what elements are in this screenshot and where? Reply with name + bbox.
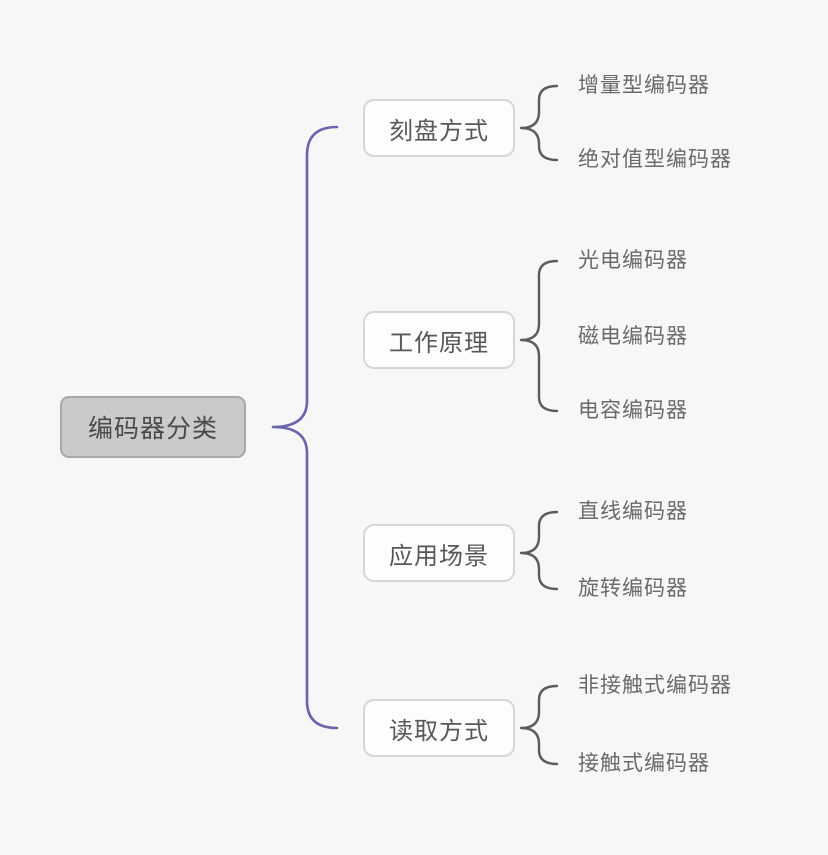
branch-3-brace-connector bbox=[519, 510, 559, 591]
leaf-topic[interactable]: 接触式编码器 bbox=[578, 752, 710, 775]
branch-topic-working-principle[interactable]: 工作原理 bbox=[363, 311, 515, 369]
branch-topic-label: 工作原理 bbox=[389, 329, 489, 357]
leaf-topic[interactable]: 电容编码器 bbox=[578, 399, 688, 422]
branch-topic-application-scene[interactable]: 应用场景 bbox=[363, 524, 515, 582]
leaf-topic[interactable]: 非接触式编码器 bbox=[578, 674, 732, 697]
leaf-topic[interactable]: 直线编码器 bbox=[578, 500, 688, 523]
leaf-topic[interactable]: 光电编码器 bbox=[578, 249, 688, 272]
leaf-topic[interactable]: 绝对值型编码器 bbox=[578, 148, 732, 171]
root-brace-connector bbox=[271, 125, 339, 730]
branch-topic-label: 读取方式 bbox=[389, 717, 489, 745]
root-topic[interactable]: 编码器分类 bbox=[60, 396, 246, 458]
root-topic-label: 编码器分类 bbox=[87, 415, 218, 443]
leaf-topic[interactable]: 磁电编码器 bbox=[578, 325, 688, 348]
leaf-topic[interactable]: 增量型编码器 bbox=[578, 74, 710, 97]
branch-topic-label: 刻盘方式 bbox=[389, 117, 489, 145]
branch-4-brace-connector bbox=[519, 684, 559, 766]
branch-topic-label: 应用场景 bbox=[389, 542, 489, 570]
branch-topic-disc-method[interactable]: 刻盘方式 bbox=[363, 99, 515, 157]
branch-2-brace-connector bbox=[519, 259, 559, 413]
branch-1-brace-connector bbox=[519, 84, 559, 162]
leaf-topic[interactable]: 旋转编码器 bbox=[578, 577, 688, 600]
branch-topic-reading-method[interactable]: 读取方式 bbox=[363, 699, 515, 757]
